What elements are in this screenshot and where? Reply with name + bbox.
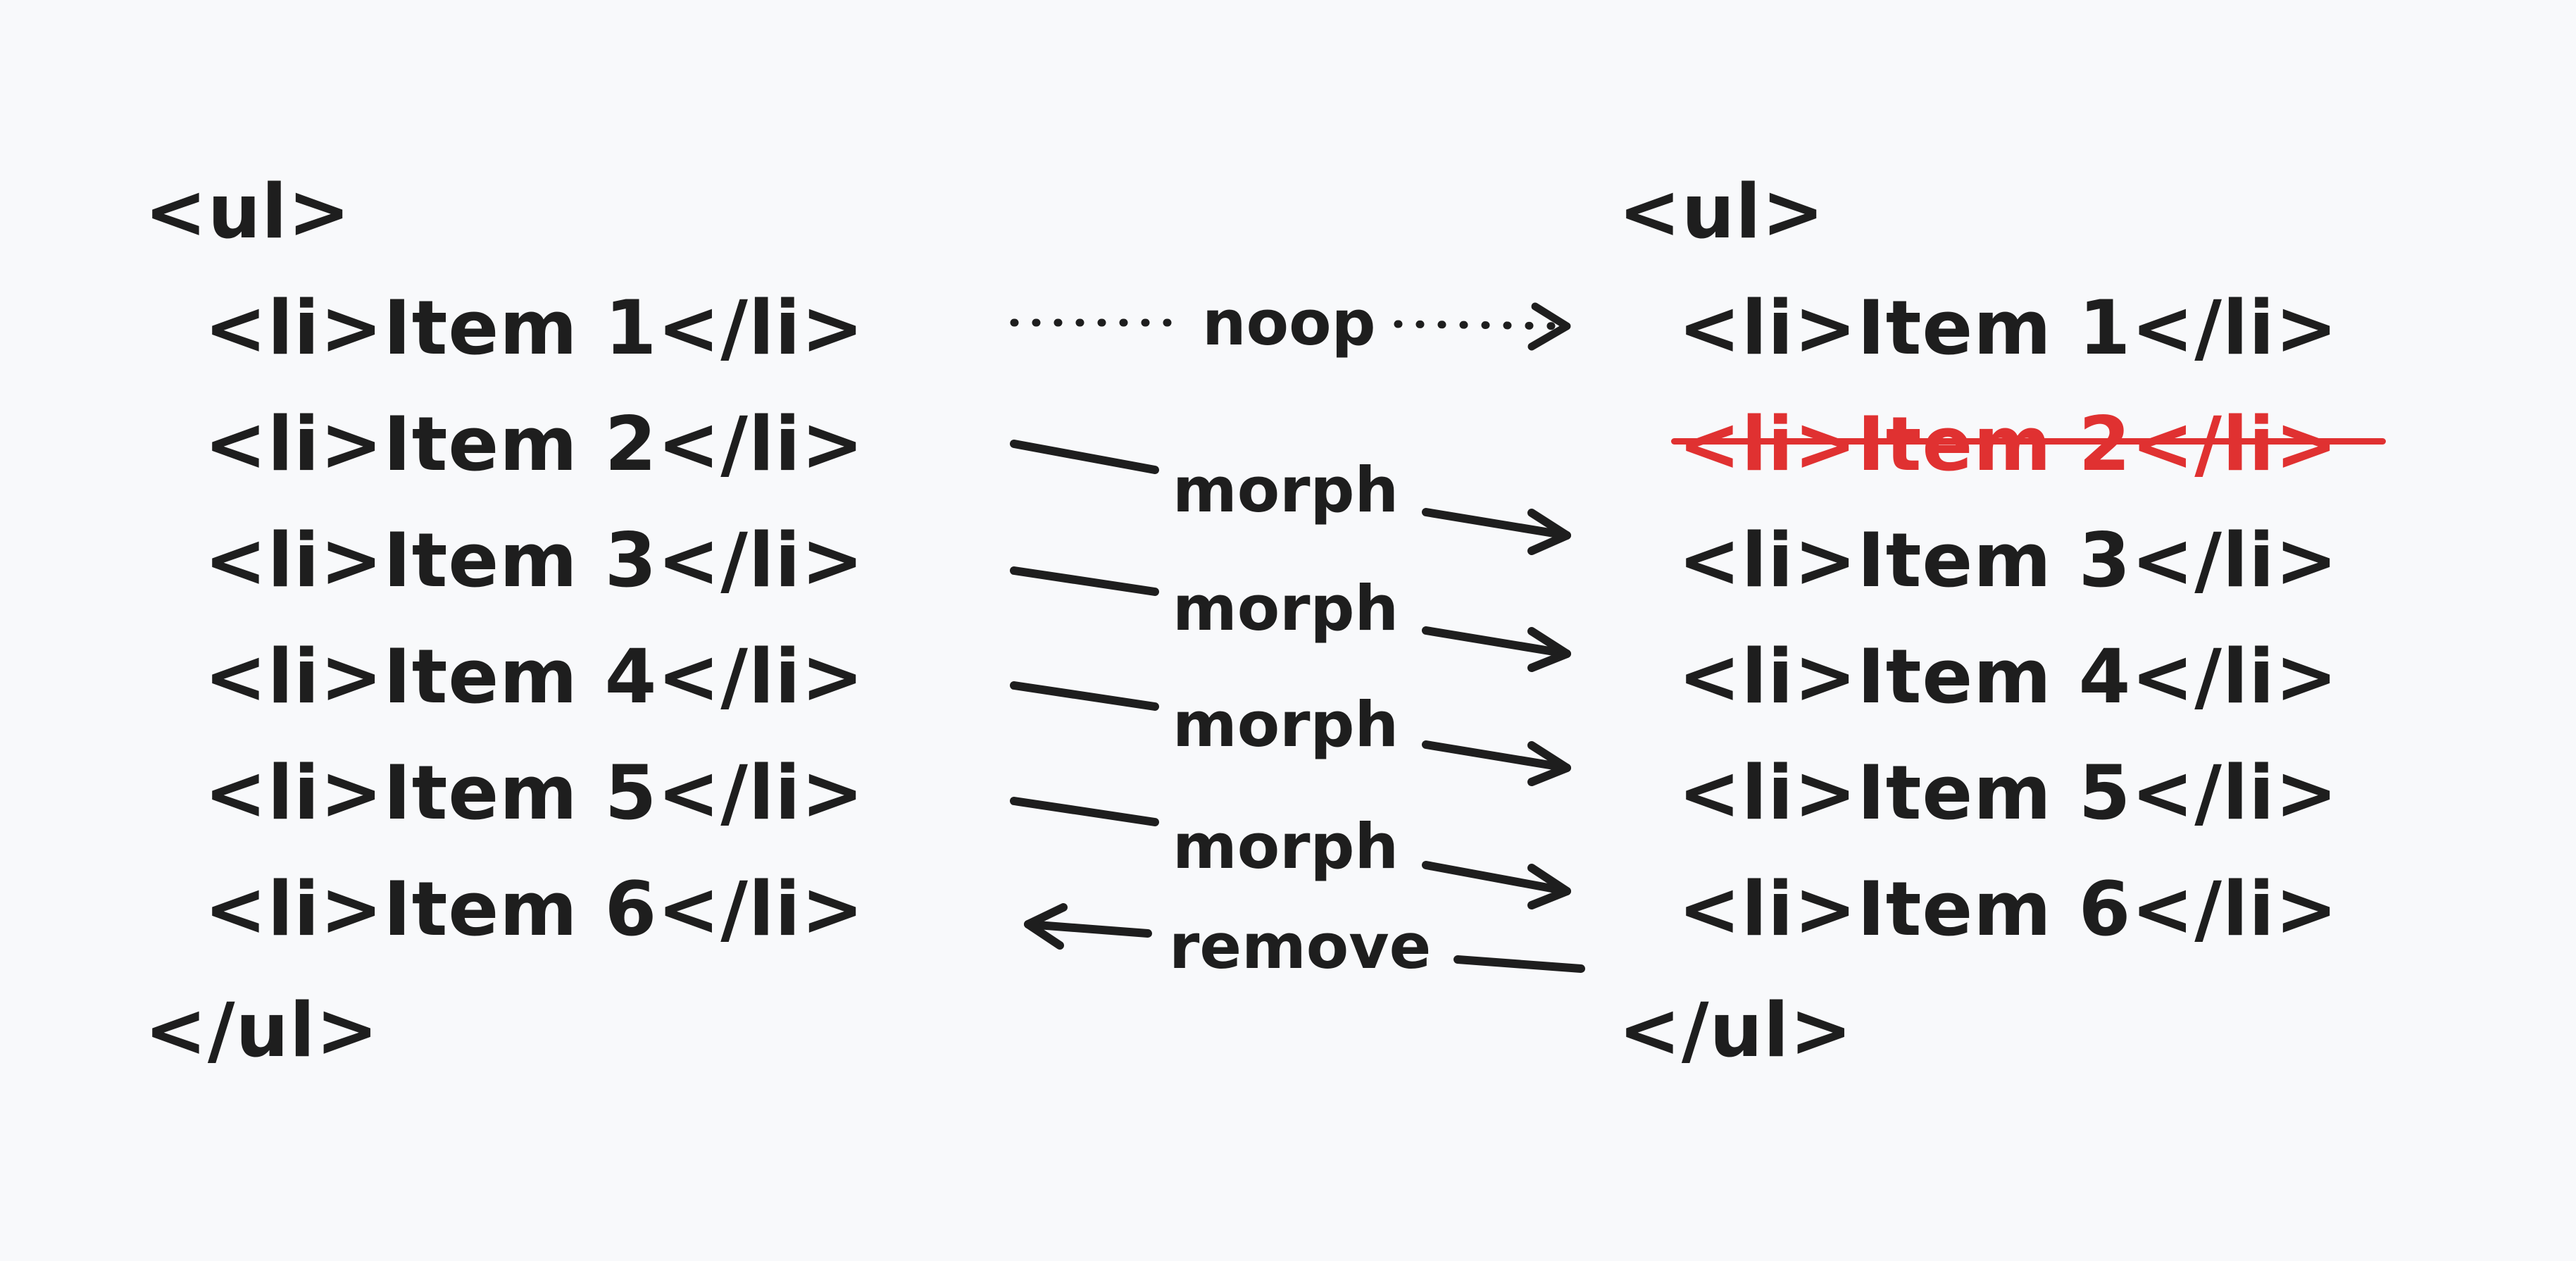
- operation-label-morph-1: morph: [1173, 454, 1399, 526]
- morph-arrow-1-right-segment: [1422, 508, 1571, 540]
- left-list-item-5: <li>Item 5</li>: [204, 750, 865, 836]
- operation-label-morph-3: morph: [1173, 688, 1399, 761]
- right-list-item-4: <li>Item 4</li>: [1678, 633, 2339, 720]
- left-list-item-3: <li>Item 3</li>: [204, 517, 865, 604]
- left-list-item-4: <li>Item 4</li>: [204, 633, 865, 720]
- remove-arrow-right-segment: [1453, 955, 1585, 973]
- operation-label-morph-2: morph: [1173, 572, 1399, 645]
- left-list-item-2: <li>Item 2</li>: [204, 401, 865, 487]
- operation-label-noop: noop: [1202, 287, 1376, 359]
- morph-arrow-2-left-segment: [1010, 566, 1159, 596]
- left-ul-close-tag: </ul>: [144, 987, 380, 1074]
- remove-arrow-left-segment: [1024, 920, 1152, 938]
- noop-arrow-right-segment: [1394, 320, 1571, 330]
- morph-arrow-3-left-segment: [1010, 681, 1159, 711]
- morph-arrow-4-right-segment: [1422, 861, 1571, 895]
- morph-arrow-1-left-segment: [1010, 440, 1159, 474]
- left-list-item-1: <li>Item 1</li>: [204, 285, 865, 371]
- morph-arrow-4-left-segment: [1010, 797, 1159, 826]
- morph-arrow-2-head: [1527, 627, 1571, 672]
- remove-arrowhead: [1024, 903, 1068, 950]
- morph-arrow-1-head: [1527, 509, 1571, 555]
- right-ul-close-tag: </ul>: [1618, 987, 1853, 1074]
- morph-arrow-4-head: [1527, 864, 1571, 909]
- right-ul-open-tag: <ul>: [1618, 168, 1825, 255]
- operation-label-morph-4: morph: [1173, 810, 1399, 883]
- left-list-item-6: <li>Item 6</li>: [204, 866, 865, 952]
- removed-item-strikethrough: [1671, 438, 2386, 445]
- left-ul-open-tag: <ul>: [144, 168, 351, 255]
- right-list-item-1: <li>Item 1</li>: [1678, 285, 2339, 371]
- noop-arrowhead: [1527, 302, 1571, 351]
- morph-arrow-3-head: [1527, 741, 1571, 786]
- morph-arrow-3-right-segment: [1422, 740, 1571, 772]
- operation-label-remove: remove: [1169, 910, 1432, 983]
- right-list-item-3: <li>Item 3</li>: [1678, 517, 2339, 604]
- morph-arrow-2-right-segment: [1422, 626, 1571, 658]
- right-list-item-5: <li>Item 5</li>: [1678, 750, 2339, 836]
- right-list-item-6: <li>Item 6</li>: [1678, 866, 2339, 952]
